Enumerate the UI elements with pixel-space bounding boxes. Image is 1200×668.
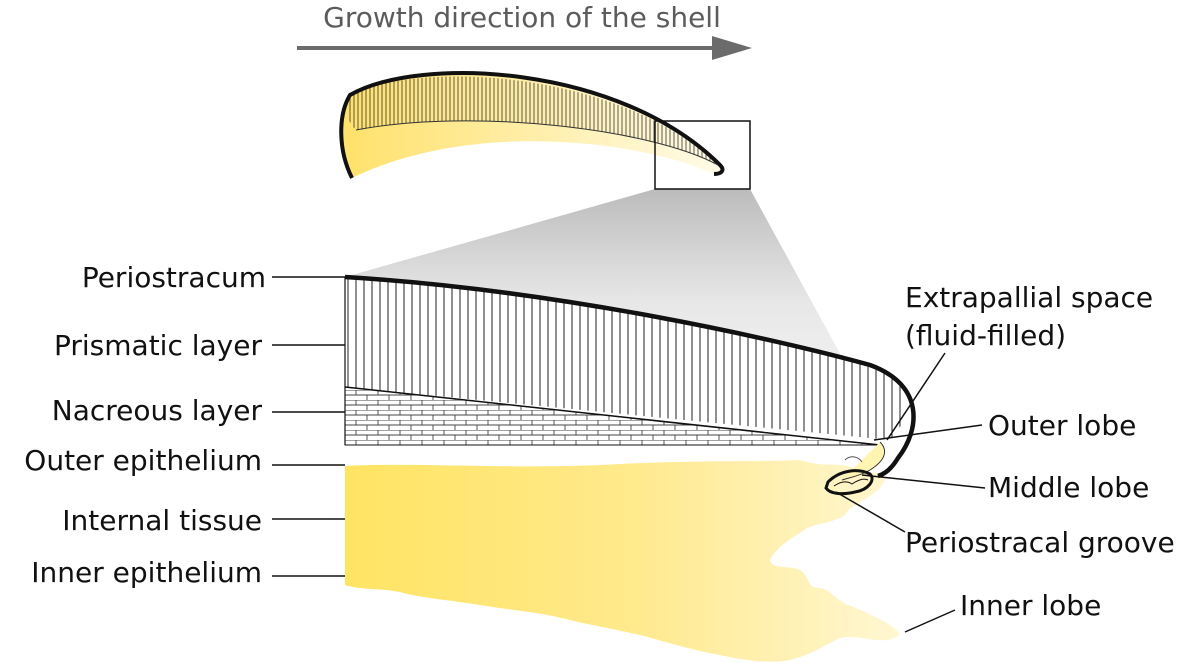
label-outer-lobe: Outer lobe [988, 409, 1136, 442]
overview-shell [339, 71, 725, 179]
label-prismatic-layer: Prismatic layer [54, 329, 262, 362]
periostracum-line [344, 274, 916, 479]
label-middle-lobe: Middle lobe [988, 471, 1149, 504]
label-periostracum: Periostracum [82, 261, 266, 294]
label-periostracal-groove: Periostracal groove [905, 526, 1175, 559]
left-leader-lines [272, 276, 345, 577]
label-inner-lobe: Inner lobe [960, 589, 1101, 622]
label-extrapallial-space: Extrapallial space [905, 281, 1153, 314]
label-extrapallial-fluid: (fluid-filled) [905, 319, 1066, 352]
label-internal-tissue: Internal tissue [62, 504, 262, 537]
diagram-title: Growth direction of the shell [323, 1, 721, 34]
label-outer-epithelium: Outer epithelium [24, 444, 262, 477]
mantle-lobes [824, 441, 886, 496]
right-leader-lines [835, 352, 986, 633]
label-nacreous-layer: Nacreous layer [52, 394, 263, 427]
mantle-tissue [345, 460, 900, 662]
label-inner-epithelium: Inner epithelium [31, 556, 262, 589]
growth-direction-arrow [297, 36, 752, 60]
